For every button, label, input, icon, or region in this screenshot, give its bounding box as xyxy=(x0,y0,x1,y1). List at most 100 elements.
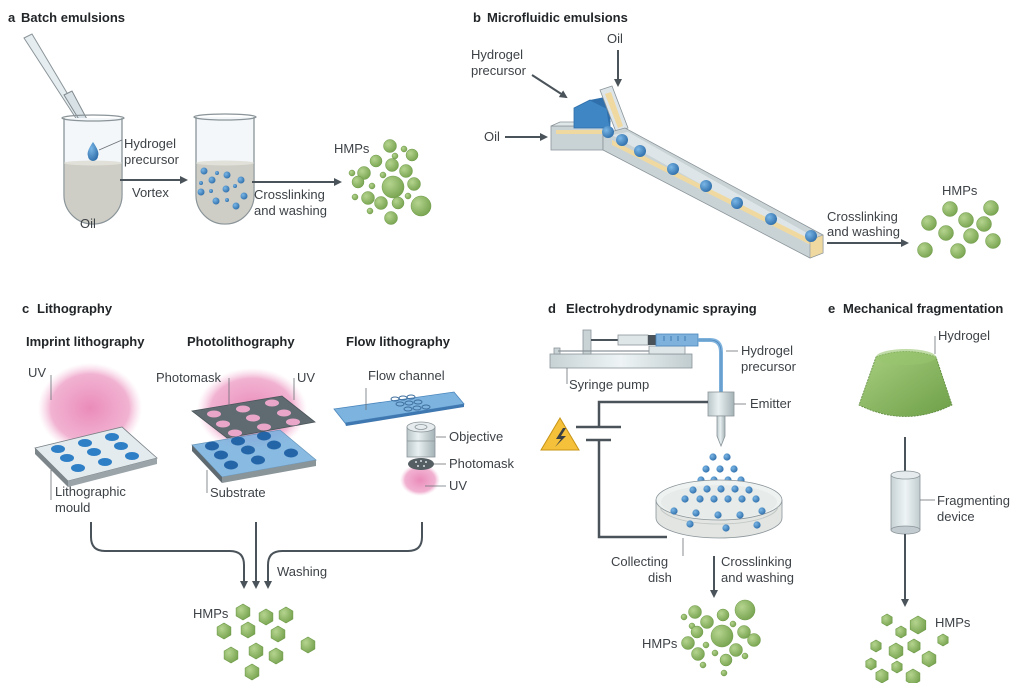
spray-droplet xyxy=(723,453,731,461)
hmp-hexagon xyxy=(905,668,921,683)
hmp-hexagon xyxy=(909,615,927,635)
panel-e-letter: e xyxy=(828,301,835,316)
hmp-hexagon xyxy=(270,625,286,643)
hydrogel-droplet xyxy=(87,142,99,161)
label-dish: dish xyxy=(648,570,672,585)
dish-droplet xyxy=(686,520,694,528)
label-hydrogel: Hydrogel xyxy=(471,47,523,62)
label-collecting: Collecting xyxy=(611,554,668,569)
panel-a: a Batch emulsions Hydrogel precursor Oil… xyxy=(8,10,432,231)
photomask-disc xyxy=(408,458,434,470)
dish-droplet xyxy=(681,495,689,503)
emulsion-droplets xyxy=(197,167,248,210)
spray-droplets xyxy=(697,453,745,484)
hmp-spheres xyxy=(680,599,761,677)
dish-droplet xyxy=(717,485,725,493)
dish-droplet xyxy=(689,486,697,494)
panel-d: d Electrohydrodynamic spraying Hydrogel … xyxy=(540,301,797,677)
objective xyxy=(406,421,436,458)
hmp-hexagon xyxy=(223,646,239,664)
dish-droplet xyxy=(736,511,744,519)
dish-droplet xyxy=(703,485,711,493)
dish-droplet xyxy=(696,495,704,503)
hmp-hexagon xyxy=(870,639,882,653)
hmp-hexagon xyxy=(240,621,256,639)
dish-droplet xyxy=(738,495,746,503)
dish-droplet xyxy=(722,524,730,532)
panel-e-title: Mechanical fragmentation xyxy=(843,301,1003,316)
uv-light xyxy=(400,464,440,496)
hmp-hexagon xyxy=(937,633,949,647)
dish-droplet xyxy=(714,511,722,519)
label-precursor: precursor xyxy=(124,152,180,167)
microfluidic-chip xyxy=(550,85,824,259)
dish-droplet xyxy=(753,521,761,529)
hmp-hexagons xyxy=(216,603,316,681)
panel-b: b Microfluidic emulsions Oil Hydrogel pr… xyxy=(471,10,1001,259)
label-oil-top: Oil xyxy=(607,31,623,46)
label-washing: Washing xyxy=(277,564,327,579)
hmp-hexagon xyxy=(278,606,294,624)
label-uv-imprint: UV xyxy=(28,365,46,380)
hmp-hexagon xyxy=(248,642,264,660)
arrow-hydrogel xyxy=(531,74,568,99)
label-device: device xyxy=(937,509,975,524)
photomask-holes xyxy=(207,399,300,437)
dish-droplet xyxy=(731,485,739,493)
dish-droplet xyxy=(758,507,766,515)
label-uv-photo: UV xyxy=(297,370,315,385)
hmp-hexagon xyxy=(907,638,921,654)
panel-c-letter: c xyxy=(22,301,29,316)
panel-d-title: Electrohydrodynamic spraying xyxy=(566,301,757,316)
label-and-washing: and washing xyxy=(721,570,794,585)
precursor-tube xyxy=(698,338,723,392)
leader-hydrogel xyxy=(98,139,123,151)
label-hmps: HMPs xyxy=(334,141,370,156)
label-oil: Oil xyxy=(80,216,96,231)
photolithography-title: Photolithography xyxy=(187,334,295,349)
hydrogel-block xyxy=(858,349,953,417)
photolithography xyxy=(191,368,317,483)
hmp-hexagon xyxy=(258,608,274,626)
label-photomask: Photomask xyxy=(156,370,222,385)
label-vortex: Vortex xyxy=(132,185,169,200)
flow-lithography xyxy=(333,391,465,496)
hmp-hexagon xyxy=(300,636,316,654)
hmp-hexagon xyxy=(865,657,877,671)
flow-channel-particles xyxy=(390,394,431,412)
test-tube-oil xyxy=(61,114,125,225)
hmp-hexagon xyxy=(244,663,260,681)
hmp-hexagon xyxy=(268,647,284,665)
panel-d-letter: d xyxy=(548,301,556,316)
hmp-hexagon xyxy=(235,603,251,621)
label-hmps: HMPs xyxy=(935,615,971,630)
hmp-hexagon xyxy=(881,613,893,627)
syringe-barrel xyxy=(655,333,699,347)
label-objective: Objective xyxy=(449,429,503,444)
panel-b-letter: b xyxy=(473,10,481,25)
label-and-washing: and washing xyxy=(827,224,900,239)
hmp-hexagon xyxy=(216,622,232,640)
label-precursor: precursor xyxy=(741,359,797,374)
arrow-imprint-to-hmps xyxy=(90,522,248,589)
label-hydrogel: Hydrogel xyxy=(124,136,176,151)
hmp-hexagon xyxy=(875,668,889,683)
photomask-disc-holes xyxy=(415,460,427,467)
hmp-spheres xyxy=(917,200,1001,259)
hmp-hexagon xyxy=(891,660,903,674)
arrow-flow-to-hmps xyxy=(264,522,423,589)
label-flow-channel: Flow channel xyxy=(368,368,445,383)
label-syringe-pump: Syringe pump xyxy=(569,377,649,392)
label-oil-left: Oil xyxy=(484,129,500,144)
syringe-pump xyxy=(549,329,699,369)
spray-droplet xyxy=(709,453,717,461)
microfluidic-droplets xyxy=(602,126,817,242)
label-crosslinking: Crosslinking xyxy=(827,209,898,224)
spray-droplet xyxy=(702,465,710,473)
label-hmps: HMPs xyxy=(942,183,978,198)
dish-droplet xyxy=(692,509,700,517)
spray-droplet xyxy=(716,465,724,473)
dish-droplet xyxy=(724,495,732,503)
label-substrate: Substrate xyxy=(210,485,266,500)
